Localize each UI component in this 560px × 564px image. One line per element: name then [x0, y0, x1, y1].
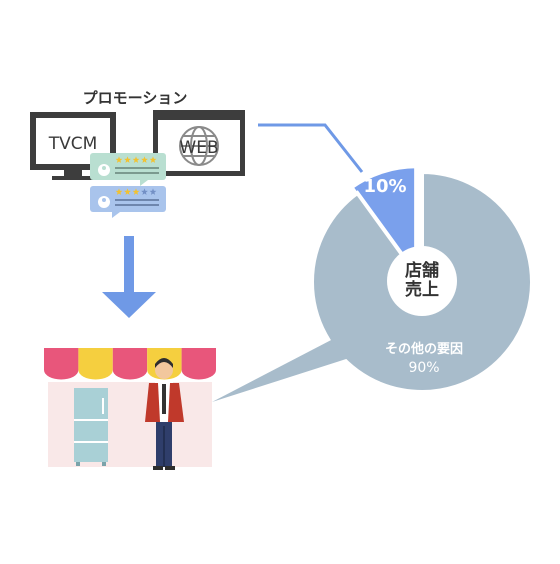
awning-stripe	[181, 348, 216, 380]
pie-center-label-line: 売上	[405, 279, 439, 300]
tvcm-label: TVCM	[48, 134, 98, 154]
star-icon	[132, 188, 140, 195]
review-card-1	[90, 153, 166, 186]
star-icon	[115, 188, 123, 195]
pie-label-other: その他の要因	[385, 341, 463, 357]
refrigerator-icon	[74, 388, 108, 466]
star-icon	[124, 156, 131, 163]
store-illustration	[44, 348, 216, 470]
star-icon	[141, 156, 148, 163]
connector-line	[258, 123, 364, 173]
callout-pointer	[212, 338, 368, 402]
star-icon	[124, 188, 131, 195]
store-wall	[48, 382, 212, 467]
pie-center-label-line: 店舗	[405, 260, 439, 281]
promotion-title: プロモーション	[83, 89, 188, 107]
down-arrow-icon	[102, 236, 156, 318]
review-card-2	[90, 186, 166, 218]
web-browser-icon: WEB	[153, 110, 245, 176]
awning-stripe	[78, 348, 113, 380]
awning-stripe	[112, 348, 148, 380]
tv-monitor-icon: TVCM	[30, 112, 116, 180]
pie-label-promotion: 10%	[363, 176, 406, 197]
star-icon	[115, 156, 123, 163]
web-label: WEB	[179, 138, 218, 158]
pie-value-other: 90%	[408, 360, 439, 376]
star-icon	[149, 188, 157, 195]
star-icon	[141, 188, 148, 195]
pie-center	[387, 246, 457, 316]
awning-stripe	[44, 348, 79, 380]
salesperson-icon	[145, 358, 184, 470]
star-icon	[149, 156, 157, 163]
globe-icon	[179, 126, 219, 166]
store-awning	[44, 348, 216, 380]
star-icon	[132, 156, 140, 163]
